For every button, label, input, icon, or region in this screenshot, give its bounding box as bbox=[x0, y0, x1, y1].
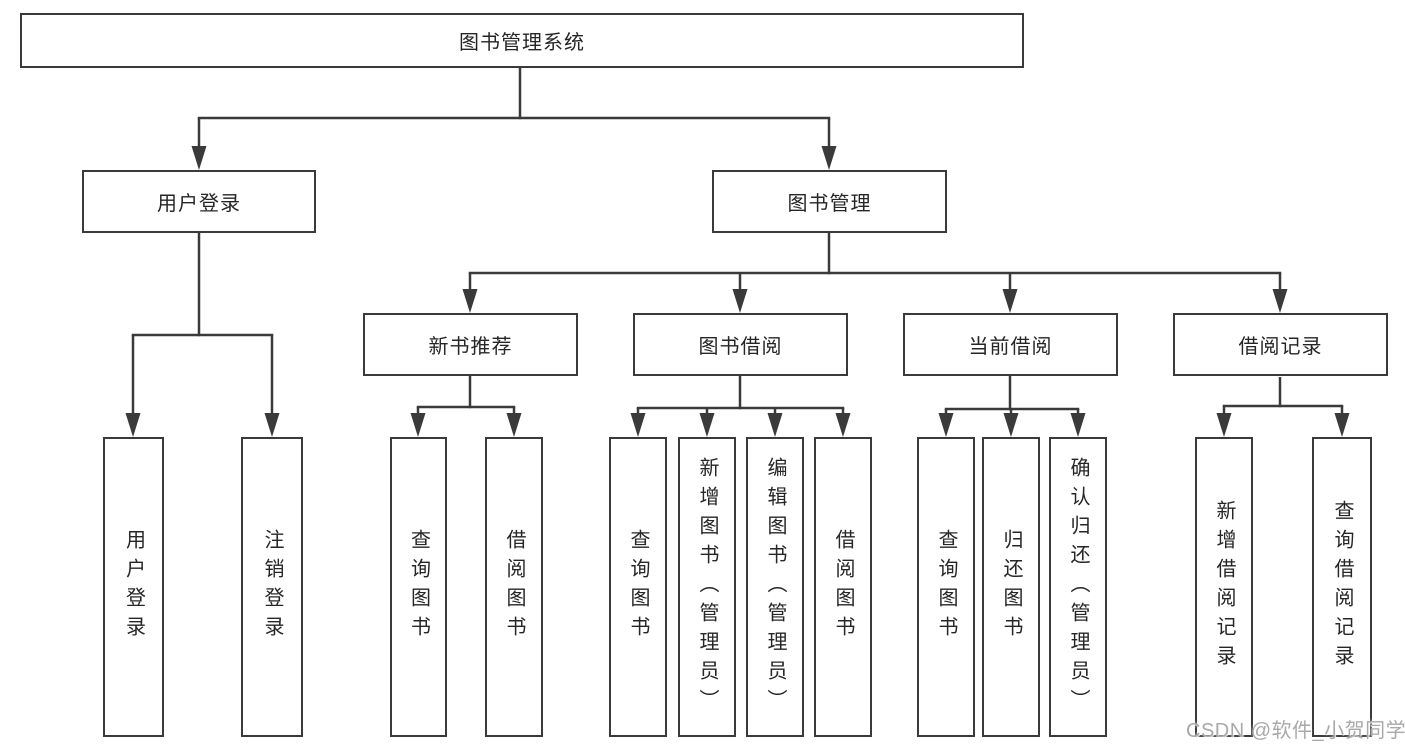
node-leaf-confirm-return: 确认归还（管理员） bbox=[1049, 437, 1107, 737]
connector-arrowhead bbox=[1003, 413, 1019, 437]
node-label-leaf-return-book: 归还图书 bbox=[1000, 529, 1022, 645]
connector-arrowhead bbox=[191, 146, 207, 170]
node-leaf-user-login: 用户登录 bbox=[103, 437, 164, 737]
node-label-leaf-logout: 注销登录 bbox=[261, 529, 283, 645]
node-label-user-login: 用户登录 bbox=[157, 193, 241, 215]
node-label-leaf-query-book-b: 查询图书 bbox=[627, 529, 649, 645]
watermark-text: CSDN @软件_小贺同学 bbox=[1186, 720, 1405, 742]
connector-arrowhead bbox=[1070, 413, 1086, 437]
node-label-leaf-query-book-c: 查询图书 bbox=[935, 529, 957, 645]
node-label-leaf-add-record: 新增借阅记录 bbox=[1213, 500, 1235, 674]
node-label-leaf-edit-book: 编辑图书（管理员） bbox=[764, 456, 786, 718]
connector-arrowhead bbox=[732, 289, 748, 313]
node-leaf-edit-book: 编辑图书（管理员） bbox=[746, 437, 804, 737]
node-leaf-add-record: 新增借阅记录 bbox=[1195, 437, 1253, 737]
node-leaf-query-book-b: 查询图书 bbox=[609, 437, 667, 737]
node-book-management: 图书管理 bbox=[712, 170, 947, 233]
node-borrow-records: 借阅记录 bbox=[1173, 313, 1388, 376]
node-label-leaf-query-book-a: 查询图书 bbox=[407, 529, 430, 645]
node-current-borrow: 当前借阅 bbox=[903, 313, 1118, 376]
node-label-leaf-query-record: 查询借阅记录 bbox=[1331, 500, 1353, 674]
node-user-login: 用户登录 bbox=[82, 170, 316, 233]
connector-arrowhead bbox=[938, 413, 954, 437]
connector-arrowhead bbox=[835, 413, 851, 437]
connector-arrowhead bbox=[1272, 289, 1288, 313]
node-book-borrow: 图书借阅 bbox=[633, 313, 848, 376]
node-leaf-borrow-book-a: 借阅图书 bbox=[485, 437, 543, 737]
node-label-leaf-borrow-book-b: 借阅图书 bbox=[832, 529, 854, 645]
node-label-new-book-recommend: 新书推荐 bbox=[428, 336, 513, 358]
connector-arrowhead bbox=[410, 413, 426, 437]
node-leaf-add-book: 新增图书（管理员） bbox=[678, 437, 736, 737]
connector-arrowhead bbox=[506, 413, 522, 437]
node-leaf-borrow-book-b: 借阅图书 bbox=[814, 437, 872, 737]
node-label-leaf-confirm-return: 确认归还（管理员） bbox=[1067, 456, 1089, 718]
connector-arrowhead bbox=[462, 289, 478, 313]
node-label-borrow-records: 借阅记录 bbox=[1238, 336, 1323, 358]
node-leaf-query-book-a: 查询图书 bbox=[390, 437, 447, 737]
connector-arrowhead bbox=[1216, 413, 1232, 437]
connector-arrowhead bbox=[1334, 413, 1350, 437]
node-label-leaf-user-login: 用户登录 bbox=[122, 529, 145, 645]
connector-arrowhead bbox=[125, 413, 141, 437]
node-leaf-query-book-c: 查询图书 bbox=[917, 437, 975, 737]
node-new-book-recommend: 新书推荐 bbox=[363, 313, 578, 376]
node-label-book-management: 图书管理 bbox=[787, 193, 872, 215]
connector-arrowhead bbox=[821, 146, 837, 170]
node-root: 图书管理系统 bbox=[20, 13, 1024, 68]
connector-arrowhead bbox=[1002, 289, 1018, 313]
node-label-leaf-add-book: 新增图书（管理员） bbox=[696, 456, 718, 718]
node-label-leaf-borrow-book-a: 借阅图书 bbox=[503, 529, 525, 645]
node-label-book-borrow: 图书借阅 bbox=[698, 336, 783, 358]
connector-arrowhead bbox=[630, 413, 646, 437]
connector-arrowhead bbox=[264, 413, 280, 437]
connector-arrowhead bbox=[767, 413, 783, 437]
node-leaf-logout: 注销登录 bbox=[241, 437, 303, 737]
node-label-current-borrow: 当前借阅 bbox=[968, 336, 1053, 358]
node-leaf-return-book: 归还图书 bbox=[982, 437, 1040, 737]
connector-arrowhead bbox=[699, 413, 715, 437]
node-label-root: 图书管理系统 bbox=[459, 32, 585, 54]
node-leaf-query-record: 查询借阅记录 bbox=[1312, 437, 1372, 737]
